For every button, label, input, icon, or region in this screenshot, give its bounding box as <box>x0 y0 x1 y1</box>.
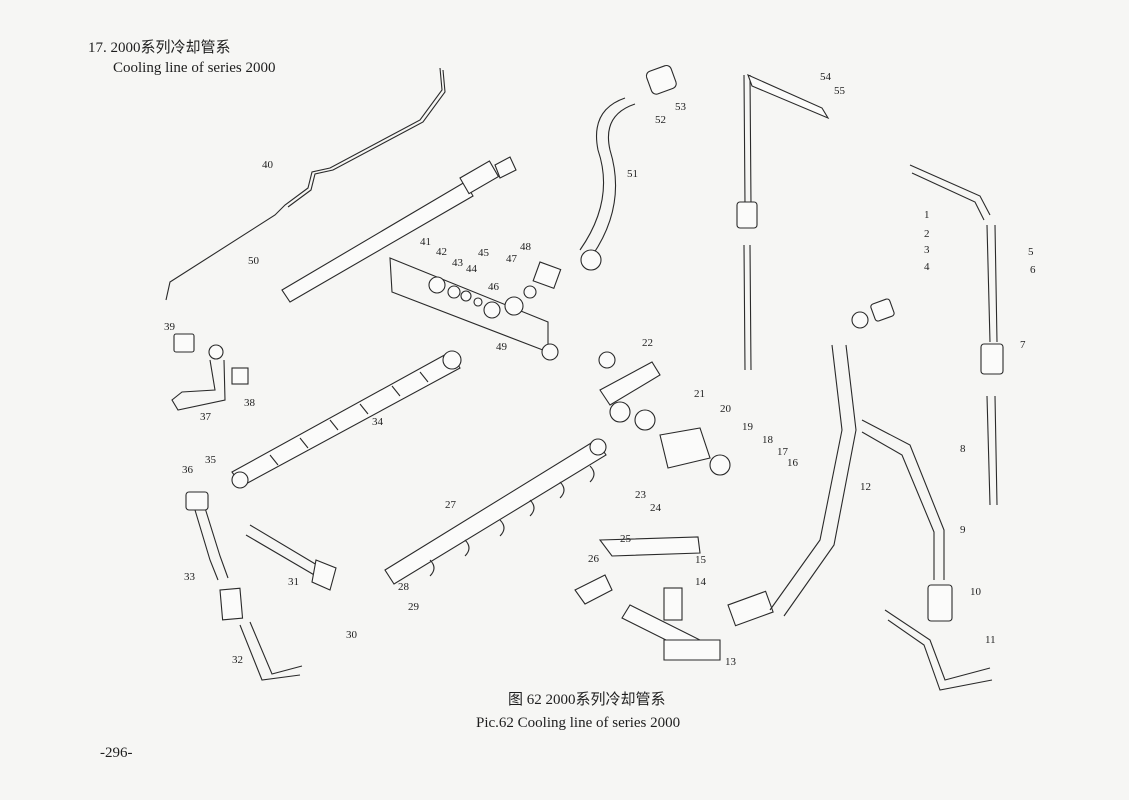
callout-3: 3 <box>924 244 930 256</box>
callout-20: 20 <box>720 403 732 415</box>
part-8-pipe <box>986 224 998 506</box>
part-21-valve <box>659 427 711 469</box>
callout-51: 51 <box>627 168 638 180</box>
callout-53: 53 <box>675 101 687 113</box>
part-12-pipe <box>769 344 843 611</box>
callout-8: 8 <box>960 443 966 455</box>
callout-50: 50 <box>248 255 260 267</box>
figure-caption-zh: 图 62 2000系列冷却管系 <box>508 692 666 708</box>
callout-11: 11 <box>985 634 996 646</box>
callout-6: 6 <box>1030 264 1036 276</box>
callout-34: 34 <box>372 416 384 428</box>
callout-35: 35 <box>205 454 217 466</box>
callout-48: 48 <box>520 241 532 253</box>
callout-15: 15 <box>695 554 707 566</box>
part-40-pipe <box>165 67 443 301</box>
part-51-pipe <box>579 97 626 251</box>
callout-22: 22 <box>642 337 653 349</box>
callout-45: 45 <box>478 247 490 259</box>
callout-numbers: 1234567891011121314151617181920212223242… <box>164 71 1036 668</box>
callout-19: 19 <box>742 421 754 433</box>
callout-2: 2 <box>924 228 930 240</box>
callout-30: 30 <box>346 629 358 641</box>
callout-54: 54 <box>820 71 832 83</box>
callout-42: 42 <box>436 246 447 258</box>
callout-28: 28 <box>398 581 410 593</box>
callout-49: 49 <box>496 341 508 353</box>
part-11-bent-pipe <box>884 609 993 691</box>
callout-14: 14 <box>695 576 707 588</box>
callout-37: 37 <box>200 411 212 423</box>
part-27-manifold <box>384 439 607 585</box>
callout-26: 26 <box>588 553 600 565</box>
callout-13: 13 <box>725 656 737 668</box>
callout-24: 24 <box>650 502 662 514</box>
callout-18: 18 <box>762 434 774 446</box>
callout-38: 38 <box>244 397 256 409</box>
part-31-pipe <box>245 524 323 577</box>
page-number: -296- <box>100 745 133 761</box>
callout-41: 41 <box>420 236 431 248</box>
callout-9: 9 <box>960 524 966 536</box>
callout-12: 12 <box>860 481 871 493</box>
part-32-pipe <box>239 621 303 681</box>
callout-52: 52 <box>655 114 666 126</box>
part-drawings <box>165 64 1004 691</box>
section-title: 17. 2000系列冷却管系 <box>88 40 231 56</box>
callout-1: 1 <box>924 209 930 221</box>
callout-5: 5 <box>1028 246 1034 258</box>
part-22-elbow <box>599 361 661 406</box>
part-9-bent-pipe <box>861 419 945 580</box>
callout-46: 46 <box>488 281 500 293</box>
main-long-tube <box>281 181 474 303</box>
callout-31: 31 <box>288 576 299 588</box>
part-39-flange <box>173 333 195 353</box>
part-34-manifold <box>231 351 461 487</box>
figure-caption-en: Pic.62 Cooling line of series 2000 <box>476 715 681 731</box>
part-13-pipe-assembly <box>598 536 701 557</box>
callout-25: 25 <box>620 533 632 545</box>
callout-23: 23 <box>635 489 647 501</box>
callout-32: 32 <box>232 654 243 666</box>
part-54-pipe <box>743 74 752 371</box>
callout-33: 33 <box>184 571 196 583</box>
callout-40: 40 <box>262 159 274 171</box>
section-subtitle: Cooling line of series 2000 <box>113 60 276 76</box>
callout-44: 44 <box>466 263 478 275</box>
callout-27: 27 <box>445 499 457 511</box>
callout-21: 21 <box>694 388 705 400</box>
part-37-bent-pipe <box>171 359 226 411</box>
callout-10: 10 <box>970 586 982 598</box>
callout-43: 43 <box>452 257 464 269</box>
callout-36: 36 <box>182 464 194 476</box>
callout-47: 47 <box>506 253 518 265</box>
callout-4: 4 <box>924 261 930 273</box>
callout-55: 55 <box>834 85 846 97</box>
callout-17: 17 <box>777 446 789 458</box>
part-38-flange <box>231 367 249 385</box>
callout-29: 29 <box>408 601 420 613</box>
callout-7: 7 <box>1020 339 1026 351</box>
part-33-pipe <box>194 507 229 581</box>
callout-39: 39 <box>164 321 176 333</box>
callout-16: 16 <box>787 457 799 469</box>
